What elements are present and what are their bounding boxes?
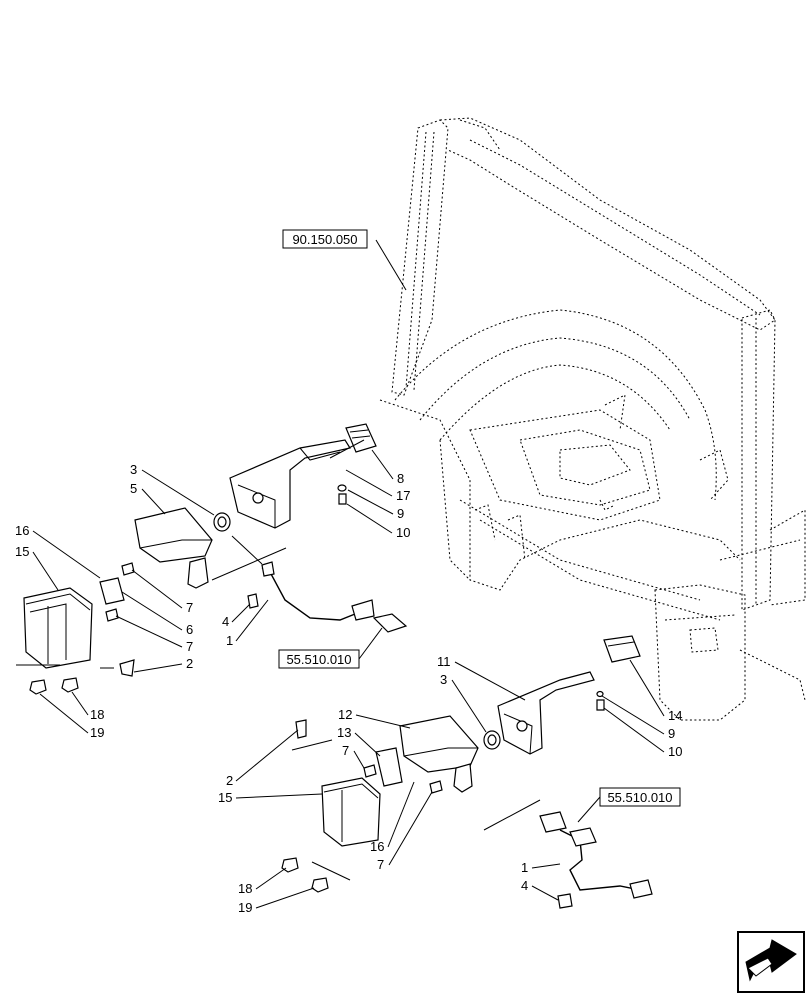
right-lamp-assembly <box>281 635 653 909</box>
callout-right-18: 18 <box>238 881 252 896</box>
callout-right-14: 14 <box>668 708 682 723</box>
right-work-lamp <box>321 777 381 847</box>
right-rubber-pad <box>603 635 641 663</box>
callout-left-4: 4 <box>222 614 229 629</box>
cab-frame <box>379 117 806 721</box>
callout-right-11: 11 <box>437 654 451 669</box>
callouts-left: 3 5 16 15 8 17 9 10 7 6 7 4 1 2 18 19 <box>15 449 410 740</box>
callout-left-8: 8 <box>397 471 404 486</box>
callout-right-2: 2 <box>226 773 233 788</box>
left-lamp-housing <box>134 507 213 563</box>
callout-right-4: 4 <box>521 878 528 893</box>
left-lamp-assembly <box>16 423 408 695</box>
next-page-arrow-icon[interactable] <box>737 931 805 993</box>
callout-right-7a: 7 <box>342 743 349 758</box>
reference-left-wiring-label: 55.510.010 <box>286 652 351 667</box>
reference-top-label: 90.150.050 <box>292 232 357 247</box>
reference-left-wiring[interactable]: 55.510.010 <box>278 627 383 669</box>
right-mounting-bracket <box>497 671 595 755</box>
callouts-right: 11 3 12 13 7 2 15 14 9 10 16 7 1 4 18 19 <box>218 654 682 915</box>
callout-left-5: 5 <box>130 481 137 496</box>
callout-right-19: 19 <box>238 900 252 915</box>
reference-top[interactable]: 90.150.050 <box>282 229 407 291</box>
callout-left-3: 3 <box>130 462 137 477</box>
right-lamp-housing <box>399 715 479 773</box>
callout-left-16: 16 <box>15 523 29 538</box>
callout-left-15: 15 <box>15 544 29 559</box>
callout-right-3: 3 <box>440 672 447 687</box>
left-plate <box>99 577 125 605</box>
callout-left-2: 2 <box>186 656 193 671</box>
callout-right-10: 10 <box>668 744 682 759</box>
callout-right-7b: 7 <box>377 857 384 872</box>
left-mounting-bracket <box>229 439 351 529</box>
callout-right-13: 13 <box>337 725 351 740</box>
callout-right-15: 15 <box>218 790 232 805</box>
callout-left-7b: 7 <box>186 639 193 654</box>
callout-left-19: 19 <box>90 725 104 740</box>
callout-right-12: 12 <box>338 707 352 722</box>
callout-left-1: 1 <box>226 633 233 648</box>
callout-right-16: 16 <box>370 839 384 854</box>
callout-right-9: 9 <box>668 726 675 741</box>
callout-right-1: 1 <box>521 860 528 875</box>
callout-left-6: 6 <box>186 622 193 637</box>
callout-left-9: 9 <box>397 506 404 521</box>
callout-left-7a: 7 <box>186 600 193 615</box>
callout-left-18: 18 <box>90 707 104 722</box>
callout-left-10: 10 <box>396 525 410 540</box>
reference-right-wiring-label: 55.510.010 <box>607 790 672 805</box>
reference-right-wiring[interactable]: 55.510.010 <box>577 787 681 823</box>
callout-left-17: 17 <box>396 488 410 503</box>
left-work-lamp <box>23 587 93 669</box>
